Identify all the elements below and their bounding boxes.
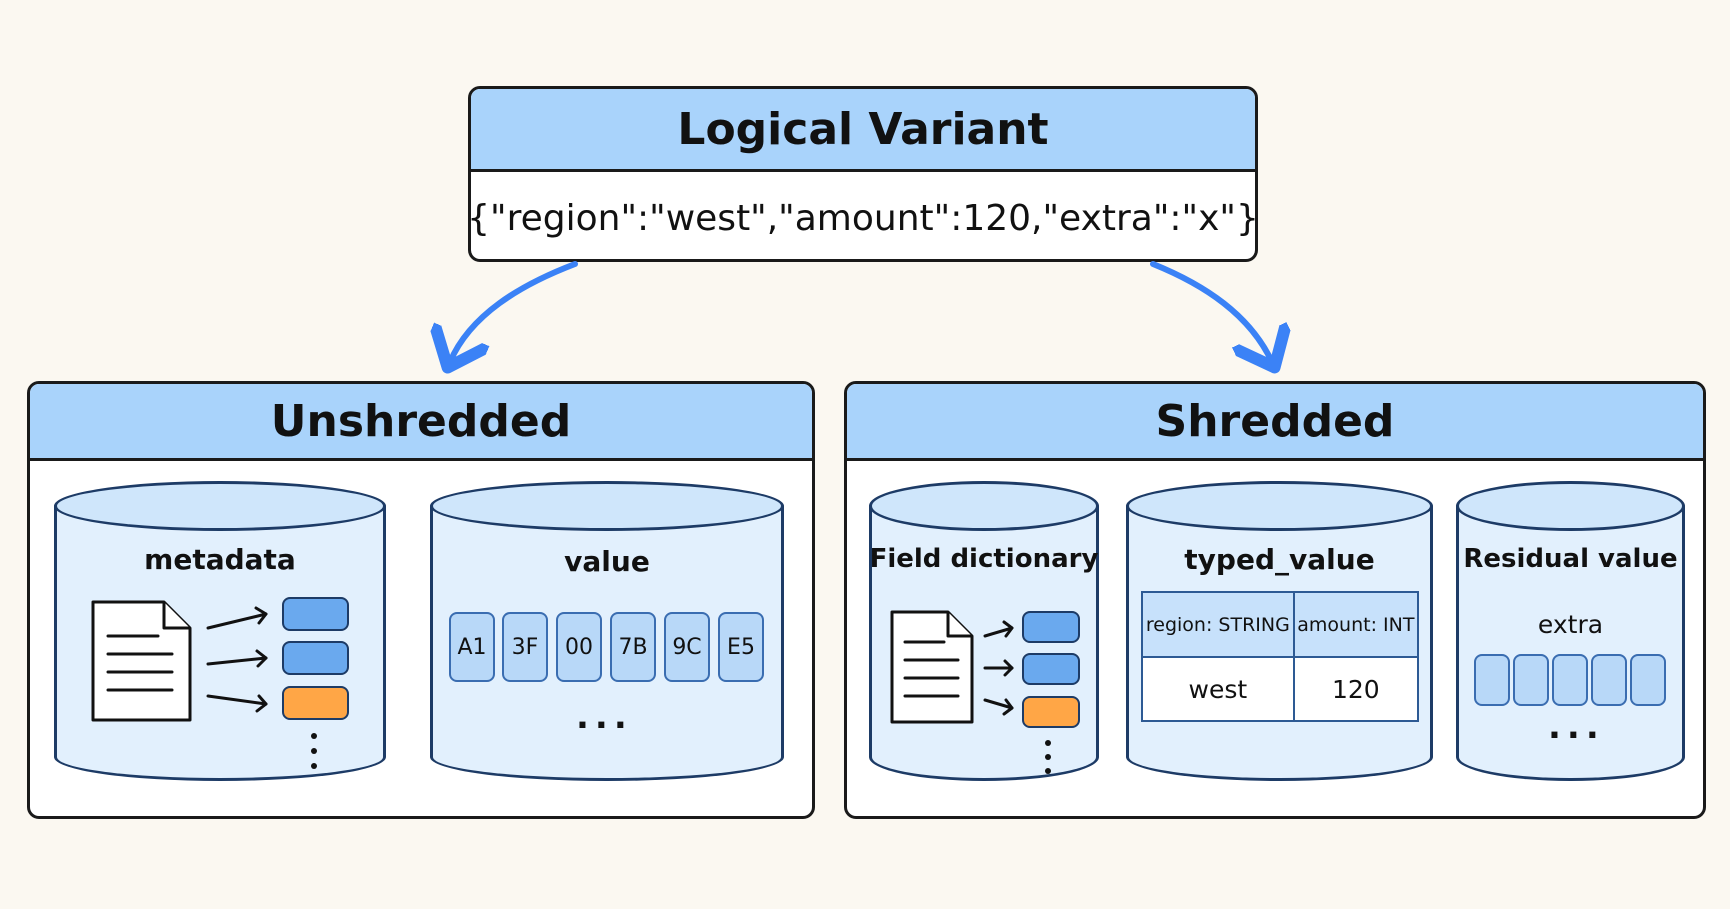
arrow-icon — [206, 612, 268, 630]
field-dictionary-title: Field dictionary — [869, 544, 1099, 574]
dictionary-chip — [1022, 653, 1080, 685]
arrow-icon — [983, 626, 1014, 638]
document-icon — [890, 610, 974, 724]
metadata-chip — [282, 686, 349, 720]
residual-ellipsis: ... — [1548, 707, 1605, 747]
vertical-dot — [1045, 754, 1051, 760]
typed-value-column-header: amount: INT — [1292, 591, 1420, 658]
metadata-chip — [282, 641, 349, 675]
byte-cell: E5 — [718, 612, 764, 682]
shredded-title: Shredded — [847, 384, 1703, 461]
byte-cell: 3F — [502, 612, 548, 682]
value-ellipsis: ... — [576, 697, 633, 737]
typed-value-title: typed_value — [1184, 543, 1375, 576]
typed-value-cell: west — [1141, 656, 1295, 722]
vertical-dot — [1045, 768, 1051, 774]
vertical-dot — [311, 763, 317, 769]
document-icon — [91, 600, 192, 722]
residual-byte — [1474, 654, 1510, 706]
logical-variant-title: Logical Variant — [471, 89, 1255, 172]
typed-value-table: region: STRING amount: INT west 120 — [1141, 591, 1420, 722]
arrow-to-unshredded — [450, 261, 578, 362]
byte-cell: A1 — [449, 612, 495, 682]
typed-value-column-header: region: STRING — [1141, 591, 1295, 658]
residual-value-title: Residual value — [1463, 544, 1678, 574]
byte-cell: 9C — [664, 612, 710, 682]
arrow-icon — [206, 694, 268, 706]
byte-cell: 7B — [610, 612, 656, 682]
logical-variant-json: {"region":"west","amount":120,"extra":"x… — [468, 198, 1258, 239]
field-dictionary-cylinder: Field dictionary — [869, 481, 1099, 792]
unshredded-title: Unshredded — [30, 384, 812, 461]
residual-byte — [1552, 654, 1588, 706]
metadata-title: metadata — [144, 543, 296, 576]
metadata-chip — [282, 597, 349, 631]
byte-cell: 00 — [556, 612, 602, 682]
typed-value-cell: 120 — [1292, 656, 1420, 722]
arrow-to-shredded — [1150, 261, 1272, 362]
logical-variant-box: Logical Variant {"region":"west","amount… — [468, 86, 1258, 262]
vertical-dot — [311, 733, 317, 739]
dictionary-chip — [1022, 696, 1080, 728]
residual-field-label: extra — [1537, 610, 1604, 639]
residual-value-cylinder: Residual value — [1456, 481, 1685, 792]
vertical-dot — [1045, 740, 1051, 746]
arrow-icon — [206, 656, 268, 666]
arrow-icon — [983, 698, 1014, 710]
residual-byte — [1591, 654, 1627, 706]
residual-byte — [1513, 654, 1549, 706]
dictionary-chip — [1022, 611, 1080, 643]
residual-byte — [1630, 654, 1666, 706]
value-title: value — [564, 545, 650, 578]
vertical-dot — [311, 748, 317, 754]
